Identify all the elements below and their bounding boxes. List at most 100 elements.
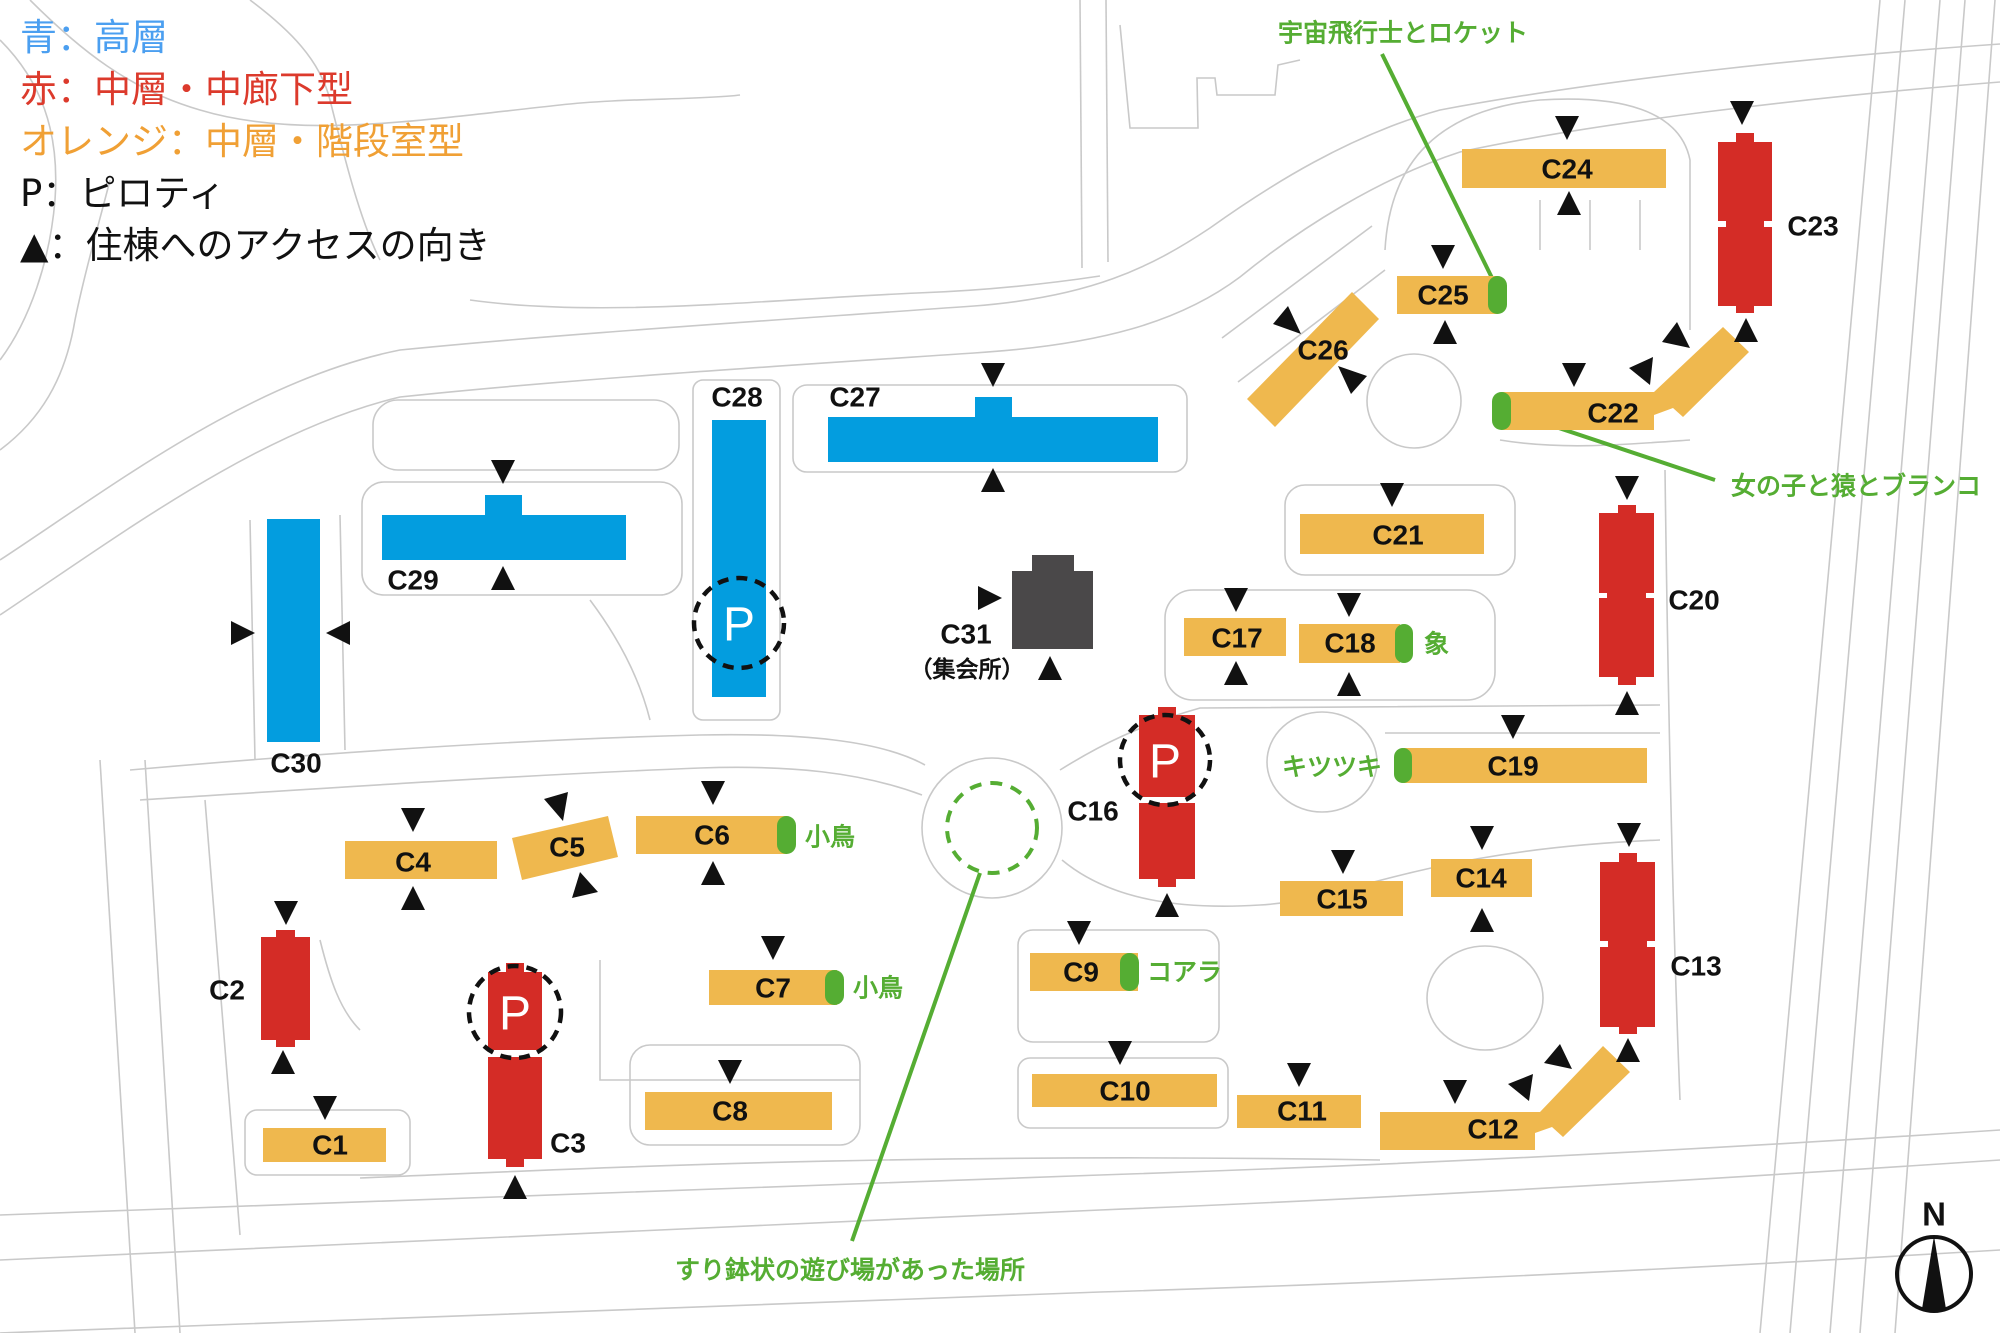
sculpture-marker — [825, 970, 844, 1005]
building-shape — [1404, 748, 1647, 783]
building-c18: C18 — [1299, 624, 1413, 663]
building-shape — [1380, 1046, 1630, 1150]
building-shape — [1012, 555, 1093, 649]
block-outline — [1426, 945, 1544, 1051]
callout-leader-line — [850, 872, 982, 1242]
building-shape — [261, 930, 310, 1047]
sculpture-marker — [1120, 953, 1139, 991]
piloti-ring — [1117, 712, 1213, 808]
road-outline — [1119, 24, 1301, 129]
access-arrow-up-icon — [491, 566, 515, 590]
block-outline — [361, 481, 683, 596]
rail-line — [1759, 0, 1881, 1333]
building-label-c19: C19 — [1487, 751, 1538, 782]
callouts: 宇宙飛行士とロケット 女の子と猿とブランコ すり鉢状の遊び場があった場所 — [675, 19, 1981, 1285]
road-outline — [319, 939, 860, 1081]
access-arrow-down-icon — [1108, 1041, 1132, 1065]
building-label-c31: C31 — [940, 619, 991, 650]
access-arrow-down-icon — [1067, 921, 1091, 945]
building-shape — [1184, 618, 1286, 656]
piloti-label: P — [1149, 736, 1181, 789]
building-c3: C3 — [488, 963, 586, 1167]
access-arrow-down-icon — [981, 363, 1005, 387]
access-arrow-angled-icon — [1629, 357, 1653, 385]
building-c22: C22 — [1492, 327, 1749, 430]
piloti-label: P — [499, 988, 531, 1041]
road-outline — [249, 519, 256, 761]
building-c2: C2 — [209, 930, 310, 1047]
building-label-c14: C14 — [1455, 863, 1507, 894]
building-c25: C25 — [1397, 276, 1507, 314]
access-arrow-down-icon — [1470, 826, 1494, 850]
building-shape — [1599, 505, 1654, 685]
building-label-c26: C26 — [1297, 335, 1348, 366]
legend-item-high-rise: 青：高層 — [20, 12, 491, 64]
building-label-c1: C1 — [312, 1130, 348, 1161]
legend-label: ピロティ — [79, 172, 226, 215]
legend-key: 赤 — [20, 68, 57, 111]
building-c13: C13 — [1600, 853, 1722, 1034]
building-shape — [1280, 881, 1403, 916]
road-outline — [359, 1157, 1381, 1179]
legend-separator: ： — [57, 16, 94, 59]
access-arrow-down-icon — [1331, 850, 1355, 874]
building-c30: C30 — [267, 519, 322, 779]
former-playground-marker — [945, 781, 1039, 875]
road-outline — [1366, 353, 1462, 449]
access-arrow-up-icon — [1337, 672, 1361, 696]
callout-former-bowl-playground: すり鉢状の遊び場があった場所 — [675, 1256, 1025, 1285]
access-arrow-legend-icon: ▲ — [20, 224, 49, 267]
building-c12: C12 — [1380, 1046, 1630, 1150]
north-label: N — [1922, 1196, 1946, 1233]
access-arrow-angled-icon — [1662, 322, 1690, 348]
access-arrow-down-icon — [313, 1096, 337, 1120]
rail-line — [1859, 0, 1966, 1333]
piloti-ring — [466, 963, 564, 1061]
building-c10: C10 — [1032, 1074, 1217, 1107]
sculpture-marker — [777, 816, 796, 854]
building-shape — [382, 495, 626, 560]
sculpture-marker — [1492, 392, 1511, 430]
access-arrow-up-icon — [1224, 661, 1248, 685]
access-arrow-up-icon — [503, 1175, 527, 1199]
building-c8: C8 — [645, 1092, 832, 1130]
block-outline — [692, 379, 781, 721]
access-arrow-up-icon — [271, 1050, 295, 1074]
sculpture-label-c19: キツツキ — [1282, 753, 1382, 782]
road-outline — [144, 759, 181, 1333]
access-arrow-angled-icon — [1508, 1074, 1533, 1101]
building-shape — [1300, 514, 1484, 554]
piloti-label: P — [723, 599, 755, 652]
building-label-c24: C24 — [1541, 154, 1593, 185]
piloti-marker-c16: P — [1117, 712, 1213, 808]
sculpture-marker — [1394, 748, 1412, 783]
building-label-c25: C25 — [1417, 280, 1468, 311]
road-outline — [1105, 0, 1109, 263]
access-arrow-down-icon — [1224, 588, 1248, 612]
legend-label: 住棟へのアクセスの向き — [85, 224, 491, 267]
building-shape — [1718, 133, 1772, 313]
building-shape — [263, 1128, 386, 1162]
building-shape — [712, 420, 766, 697]
access-arrow-down-icon — [1443, 1080, 1467, 1104]
legend-key: P — [20, 172, 43, 215]
access-arrow-up-icon — [1616, 1038, 1640, 1062]
legend-label: 中層・階段室型 — [205, 120, 464, 163]
road-outline — [249, 0, 381, 261]
building-c19: C19 — [1394, 748, 1647, 783]
building-label-c11: C11 — [1277, 1096, 1327, 1127]
building-shape — [1462, 149, 1666, 188]
access-arrow-down-icon — [1617, 823, 1641, 847]
building-c1: C1 — [263, 1128, 386, 1162]
building-c27: C27 — [828, 382, 1158, 462]
piloti-marker-c3: P — [466, 963, 564, 1061]
legend-separator: ： — [168, 120, 205, 163]
road-outline — [0, 179, 111, 451]
sculpture-label-c18: 象 — [1424, 630, 1449, 659]
building-label-c27: C27 — [829, 382, 880, 413]
building-c9: C9 — [1030, 953, 1139, 991]
road-outline — [204, 799, 241, 1236]
building-shape — [488, 963, 542, 1050]
